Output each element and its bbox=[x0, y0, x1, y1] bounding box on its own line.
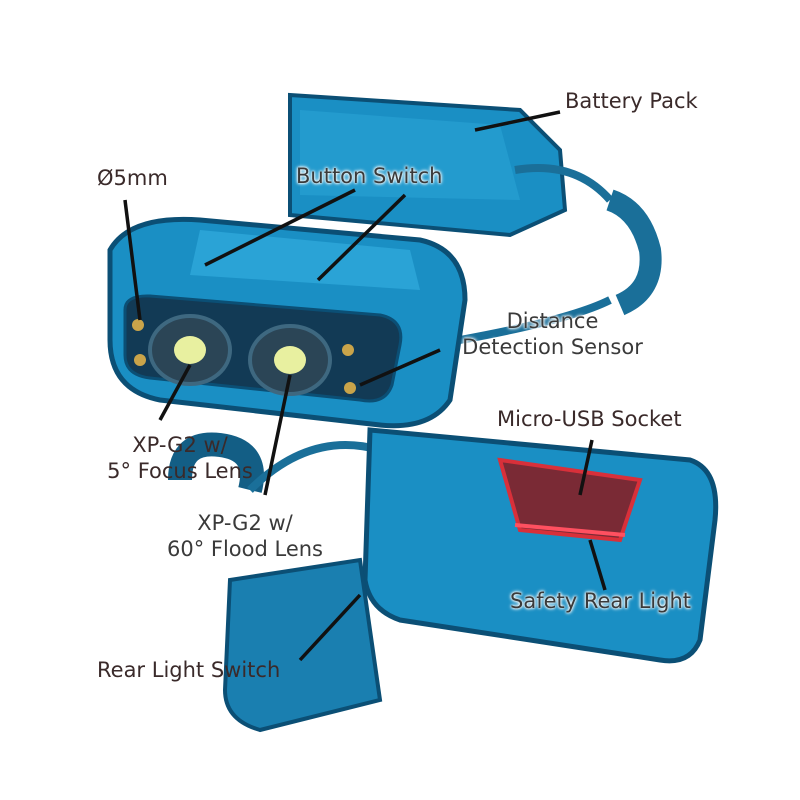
rear-unit-shape bbox=[168, 427, 719, 733]
label-distance-sensor-line1: Distance bbox=[506, 309, 599, 333]
label-diameter: Ø5mm bbox=[97, 166, 168, 190]
label-flood-lens-line1: XP-G2 w/ bbox=[197, 511, 293, 535]
label-focus-lens-line2: 5° Focus Lens bbox=[107, 459, 253, 483]
label-flood-lens-line2: 60° Flood Lens bbox=[166, 537, 323, 561]
label-distance-sensor: Distance Detection Sensor bbox=[445, 308, 660, 360]
label-rear-light-switch: Rear Light Switch bbox=[97, 658, 281, 682]
label-battery-pack: Battery Pack bbox=[565, 89, 698, 113]
label-micro-usb: Micro-USB Socket bbox=[497, 407, 682, 431]
label-safety-rear-light: Safety Rear Light bbox=[510, 589, 692, 613]
label-focus-lens-line1: XP-G2 w/ bbox=[132, 433, 228, 457]
label-button-switch: Button Switch bbox=[296, 164, 443, 188]
label-focus-lens: XP-G2 w/ 5° Focus Lens bbox=[65, 432, 295, 484]
label-flood-lens: XP-G2 w/ 60° Flood Lens bbox=[145, 510, 345, 562]
battery-pack-shape bbox=[288, 92, 662, 344]
label-distance-sensor-line2: Detection Sensor bbox=[462, 335, 643, 359]
leader-lines bbox=[123, 110, 607, 662]
front-lamp-shape bbox=[107, 216, 468, 429]
